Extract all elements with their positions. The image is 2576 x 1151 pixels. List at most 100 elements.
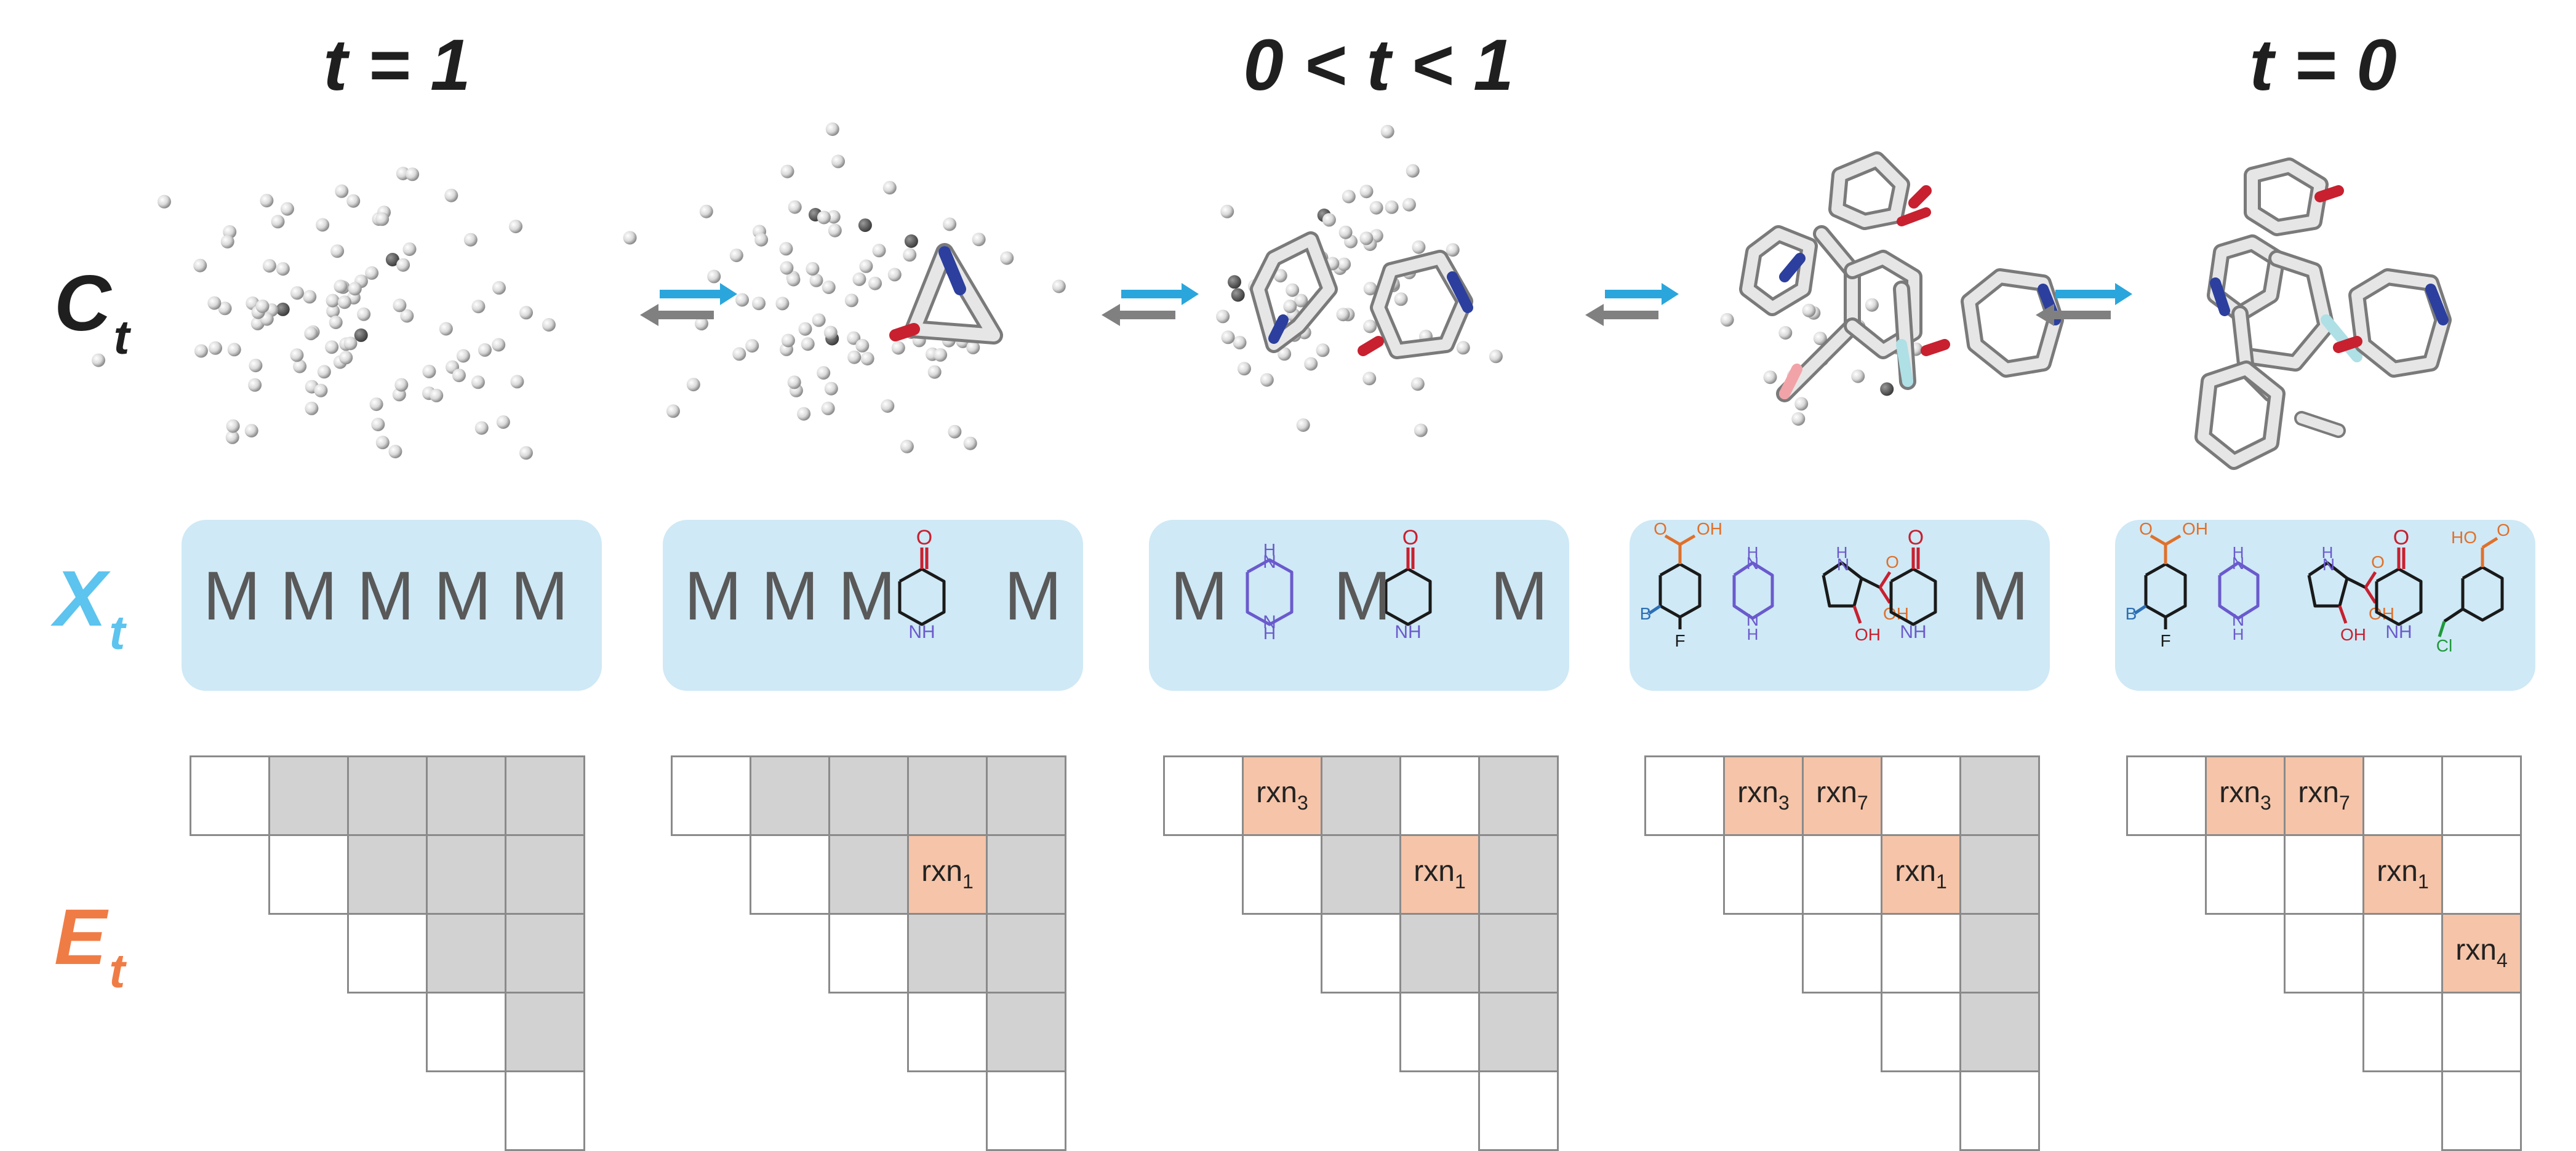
bond [1852,605,1862,624]
fluorine-label: F [1674,631,1685,650]
atom-sphere [1216,309,1230,324]
acid-ho: HO [2451,528,2477,547]
row-label-atoms-sub: t [109,605,126,659]
acid-oxygen: O [2139,520,2153,538]
hydroxyl: OH [1855,625,1881,644]
acid-oh: OH [1697,520,1722,538]
atom-sphere [226,419,240,433]
atom-sphere [271,215,285,229]
atom-sphere [847,350,862,364]
atom-sphere [786,273,801,287]
atom-sphere [193,258,207,273]
atom-sphere [1402,197,1416,212]
atom-sphere [1763,370,1777,384]
atom-sphere [745,339,759,353]
edge-cell-2-1-3: rxn1 [1399,834,1480,915]
atom-sphere [855,338,870,352]
bond [1732,561,1774,620]
atom-sphere [966,340,980,354]
atom-sphere [276,302,290,316]
carbonyl-oxygen: O [916,526,932,549]
atom-sphere [1342,189,1356,204]
atom-sphere [972,233,986,247]
atom-sphere [1359,185,1374,199]
atom-sphere [519,306,533,320]
edge-cell-0-4-4 [505,1070,585,1151]
atom-sphere [1456,341,1470,355]
ring-nh: NH [1900,622,1926,642]
atom-sphere [1231,288,1245,302]
atom-sphere [444,188,458,202]
atom-sphere [1794,397,1809,411]
atom-sphere [348,282,362,296]
bond [1822,561,1863,608]
atom-sphere [474,421,489,435]
atom-sphere [317,365,331,379]
rxn-prefix: rxn [2455,934,2497,966]
atom-sphere [388,445,402,458]
ring-nh: NH [2385,622,2412,642]
edge-cell-0-2-4 [505,913,585,994]
atom-sphere [809,273,823,287]
hydroxyl: OH [2340,625,2366,644]
bond [1664,534,1681,546]
molecule-sticks-step-1 [889,243,1003,345]
atom-sphere [781,333,795,348]
atom-sphere [519,446,533,460]
atom-sphere [1412,240,1426,254]
atom-sphere [439,322,453,336]
mask-token: M [203,557,261,634]
atom-sphere [316,218,330,232]
edge-cell-3-0-0 [1644,755,1725,836]
edge-cell-0-2-2 [347,913,428,994]
edge-cell-3-2-3 [1881,913,1961,994]
edge-cell-0-0-3 [426,755,506,836]
atom-sphere [1304,357,1318,371]
atom-sphere [904,234,918,248]
atom-sphere [1369,201,1383,215]
arrow-pair-1 [640,283,737,326]
atom-sphere [1322,213,1336,227]
atom-sphere [735,293,749,307]
atom-sphere [826,210,841,224]
edge-cell-2-1-1 [1242,834,1322,915]
time-label-t0: t = 0 [2249,25,2397,106]
bond [1878,586,1892,604]
edge-cell-2-1-2 [1321,834,1401,915]
ring-nh: NH [1394,622,1421,642]
edge-cell-0-1-2 [347,834,428,915]
rxn-prefix: rxn [2298,776,2339,809]
atom-sphere [798,322,812,336]
atom-sphere [406,167,420,181]
mask-token: M [1490,557,1548,634]
atom-sphere [780,164,794,178]
atom-sphere [695,317,708,331]
atom-sphere [686,378,700,392]
edge-cell-3-0-4 [1959,755,2040,836]
edge-cell-1-1-3: rxn1 [907,834,988,915]
edge-cell-2-0-3 [1399,755,1480,836]
rxn-index: 1 [1935,870,1947,893]
row-label-coords-sub: t [113,310,130,364]
ring-h-top: H [1747,543,1759,562]
atom-sphere [903,248,917,262]
edge-cell-4-3-3 [2362,992,2443,1072]
bond [2438,621,2446,637]
ring-h: H [1836,543,1848,562]
atom-sphere [248,378,262,392]
atom-sphere [817,210,831,225]
bond [2364,571,2377,589]
atom-sphere [542,318,556,332]
atom-sphere [326,293,340,308]
edge-cell-0-0-2 [347,755,428,836]
atom-sphere [1363,319,1377,333]
row-label-coords-main: C [54,260,111,348]
edge-cell-4-2-2 [2284,913,2364,994]
ring-h-top: H [2233,543,2244,562]
atom-sphere [244,424,258,438]
